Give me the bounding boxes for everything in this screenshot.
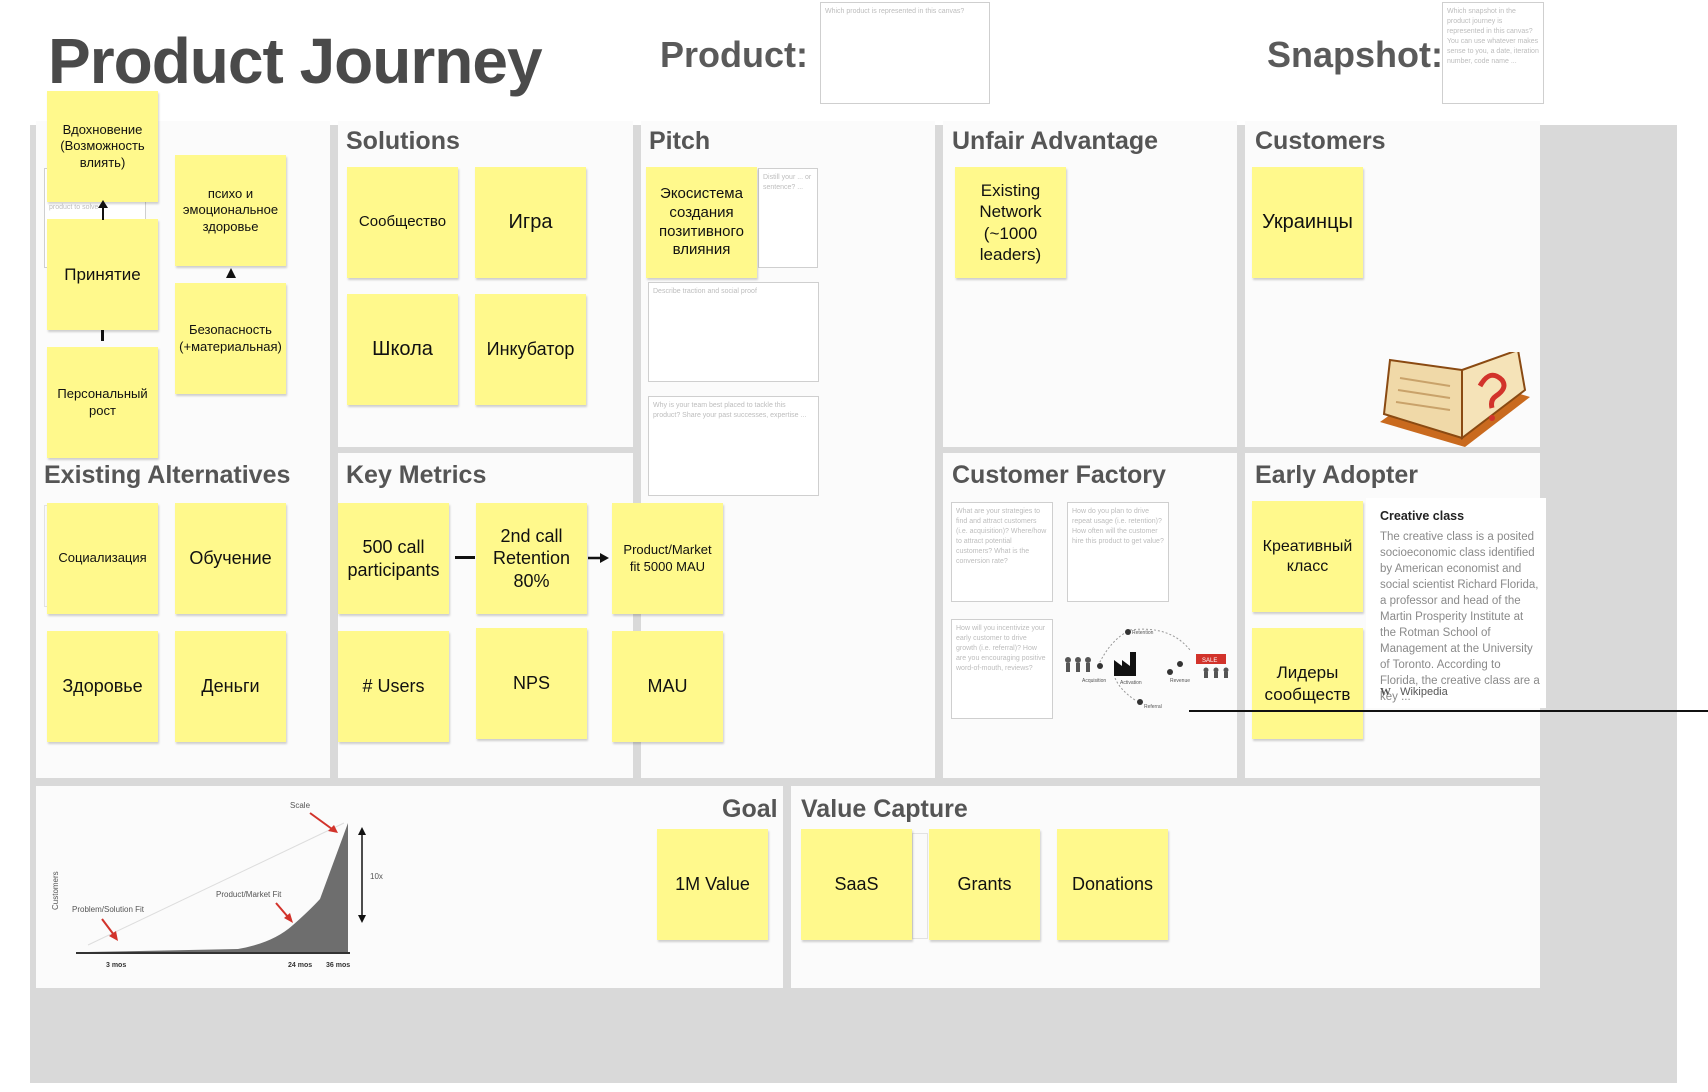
wiki-source[interactable]: W Wikipedia	[1380, 686, 1448, 698]
unfair-advantage-title: Unfair Advantage	[952, 127, 1159, 155]
sticky-mau[interactable]: MAU	[612, 631, 723, 742]
customer-factory-diagram: Retention Acquisition Activation Revenue…	[1065, 628, 1229, 710]
sticky-grants[interactable]: Grants	[929, 829, 1040, 940]
factory-label: Acquisition	[1082, 678, 1106, 684]
chart-tick-36mos: 36 mos	[326, 962, 350, 969]
sticky-acceptance[interactable]: Принятие	[47, 219, 158, 330]
product-hint: Which product is represented in this can…	[825, 8, 965, 15]
sticky-donations[interactable]: Donations	[1057, 829, 1168, 940]
product-label: Product:	[660, 34, 808, 75]
chart-scale-label: Scale	[290, 801, 311, 810]
arrow-up-icon	[98, 200, 108, 220]
product-field[interactable]: Which product is represented in this can…	[820, 2, 990, 104]
arrow-right-icon	[588, 553, 609, 563]
problem-hint: product to solve	[49, 204, 99, 211]
value-capture-title: Value Capture	[801, 795, 968, 823]
page-title: Product Journey	[48, 25, 543, 97]
factory-label: Activation	[1120, 680, 1142, 686]
pitch-title: Pitch	[649, 127, 711, 155]
sticky-personal-growth[interactable]: Персональный рост	[47, 347, 158, 458]
snapshot-field[interactable]: Which snapshot in the product journey is…	[1442, 2, 1544, 104]
sticky-ukrainians[interactable]: Украинцы	[1252, 167, 1363, 278]
cf-hint-box-3[interactable]: How will you incentivize your early cust…	[951, 619, 1053, 719]
sticky-safety[interactable]: Безопасность (+материальная)	[175, 283, 286, 394]
connector-line	[101, 330, 104, 341]
sticky-ecosystem[interactable]: Экосистема создания позитивного влияния	[646, 167, 757, 278]
chart-10x: 10x	[370, 872, 383, 881]
pitch-hint-1: Distill your ... or sentence? ...	[763, 174, 812, 191]
sticky-retention[interactable]: 2nd call Retention 80%	[476, 503, 587, 614]
sticky-socialization[interactable]: Социализация	[47, 503, 158, 614]
sticky-learning[interactable]: Обучение	[175, 503, 286, 614]
early-adopters-title: Early Adopter	[1255, 461, 1419, 489]
customer-factory-title: Customer Factory	[952, 461, 1166, 489]
chart-pmf-label: Product/Market Fit	[216, 890, 282, 899]
sticky-500-call[interactable]: 500 call participants	[338, 503, 449, 614]
sticky-1m-value[interactable]: 1M Value	[657, 829, 768, 940]
cf-hint-box-1[interactable]: What are your strategies to find and att…	[951, 502, 1053, 602]
snapshot-hint: Which snapshot in the product journey is…	[1447, 8, 1539, 65]
factory-sale-label: SALE	[1202, 658, 1217, 664]
existing-alternatives-title: Existing Alternatives	[44, 461, 291, 489]
sticky-school[interactable]: Школа	[347, 294, 458, 405]
cf-hint-box-2[interactable]: How do you plan to drive repeat usage (i…	[1067, 502, 1169, 602]
pitch-hint-2: Describe traction and social proof	[653, 288, 757, 295]
solutions-title: Solutions	[346, 127, 460, 155]
sticky-incubator[interactable]: Инкубатор	[475, 294, 586, 405]
factory-label: Retention	[1132, 630, 1154, 636]
wiki-title: Creative class	[1380, 509, 1465, 523]
customers-title: Customers	[1255, 127, 1386, 155]
sticky-psycho-health[interactable]: психо и эмоциональное здоровье	[175, 155, 286, 266]
sticky-money[interactable]: Деньги	[175, 631, 286, 742]
chart-ylabel: Customers	[51, 871, 60, 910]
arrow-up-icon	[226, 268, 236, 278]
chart-tick-24mos: 24 mos	[288, 962, 312, 969]
wiki-card[interactable]: Creative class The creative class is a p…	[1366, 498, 1546, 708]
sticky-game[interactable]: Игра	[475, 167, 586, 278]
pitch-hint-box-1[interactable]: Distill your ... or sentence? ...	[758, 168, 818, 268]
sticky-saas[interactable]: SaaS	[801, 829, 912, 940]
sticky-community[interactable]: Сообщество	[347, 167, 458, 278]
wikipedia-icon: W	[1380, 686, 1391, 698]
cf-hint-3: How will you incentivize your early cust…	[956, 625, 1046, 672]
separator-line	[1189, 710, 1708, 712]
question-book-icon	[1380, 352, 1530, 447]
sticky-nps[interactable]: NPS	[476, 628, 587, 739]
pitch-hint-box-3[interactable]: Why is your team best placed to tackle t…	[648, 396, 819, 496]
goal-title: Goal	[722, 795, 778, 823]
chart-psf-label: Problem/Solution Fit	[72, 905, 145, 914]
sticky-creative-class[interactable]: Креативный класс	[1252, 501, 1363, 612]
wiki-source-label: Wikipedia	[1400, 686, 1448, 698]
cf-hint-1: What are your strategies to find and att…	[956, 508, 1047, 565]
connector-line	[455, 556, 475, 559]
cf-hint-2: How do you plan to drive repeat usage (i…	[1072, 508, 1164, 545]
factory-label: Referral	[1144, 704, 1162, 710]
snapshot-label: Snapshot:	[1267, 34, 1443, 75]
pitch-hint-3: Why is your team best placed to tackle t…	[653, 402, 807, 419]
sticky-inspiration[interactable]: Вдохновение (Возможность влиять)	[47, 91, 158, 202]
sticky-users[interactable]: # Users	[338, 631, 449, 742]
wiki-text: The creative class is a posited socioeco…	[1380, 531, 1540, 703]
chart-tick-3mos: 3 mos	[106, 962, 126, 969]
sticky-community-leaders[interactable]: Лидеры сообществ	[1252, 628, 1363, 739]
vc-hint-edge	[912, 833, 928, 939]
pitch-hint-box-2[interactable]: Describe traction and social proof	[648, 282, 819, 382]
key-metrics-title: Key Metrics	[346, 461, 487, 489]
sticky-pmf[interactable]: Product/Market fit 5000 MAU	[612, 503, 723, 614]
sticky-health[interactable]: Здоровье	[47, 631, 158, 742]
factory-label: Revenue	[1170, 678, 1190, 684]
growth-chart: Customers 10x Scale Product/Market Fit P…	[51, 801, 383, 969]
sticky-existing-network[interactable]: Existing Network (~1000 leaders)	[955, 167, 1066, 278]
